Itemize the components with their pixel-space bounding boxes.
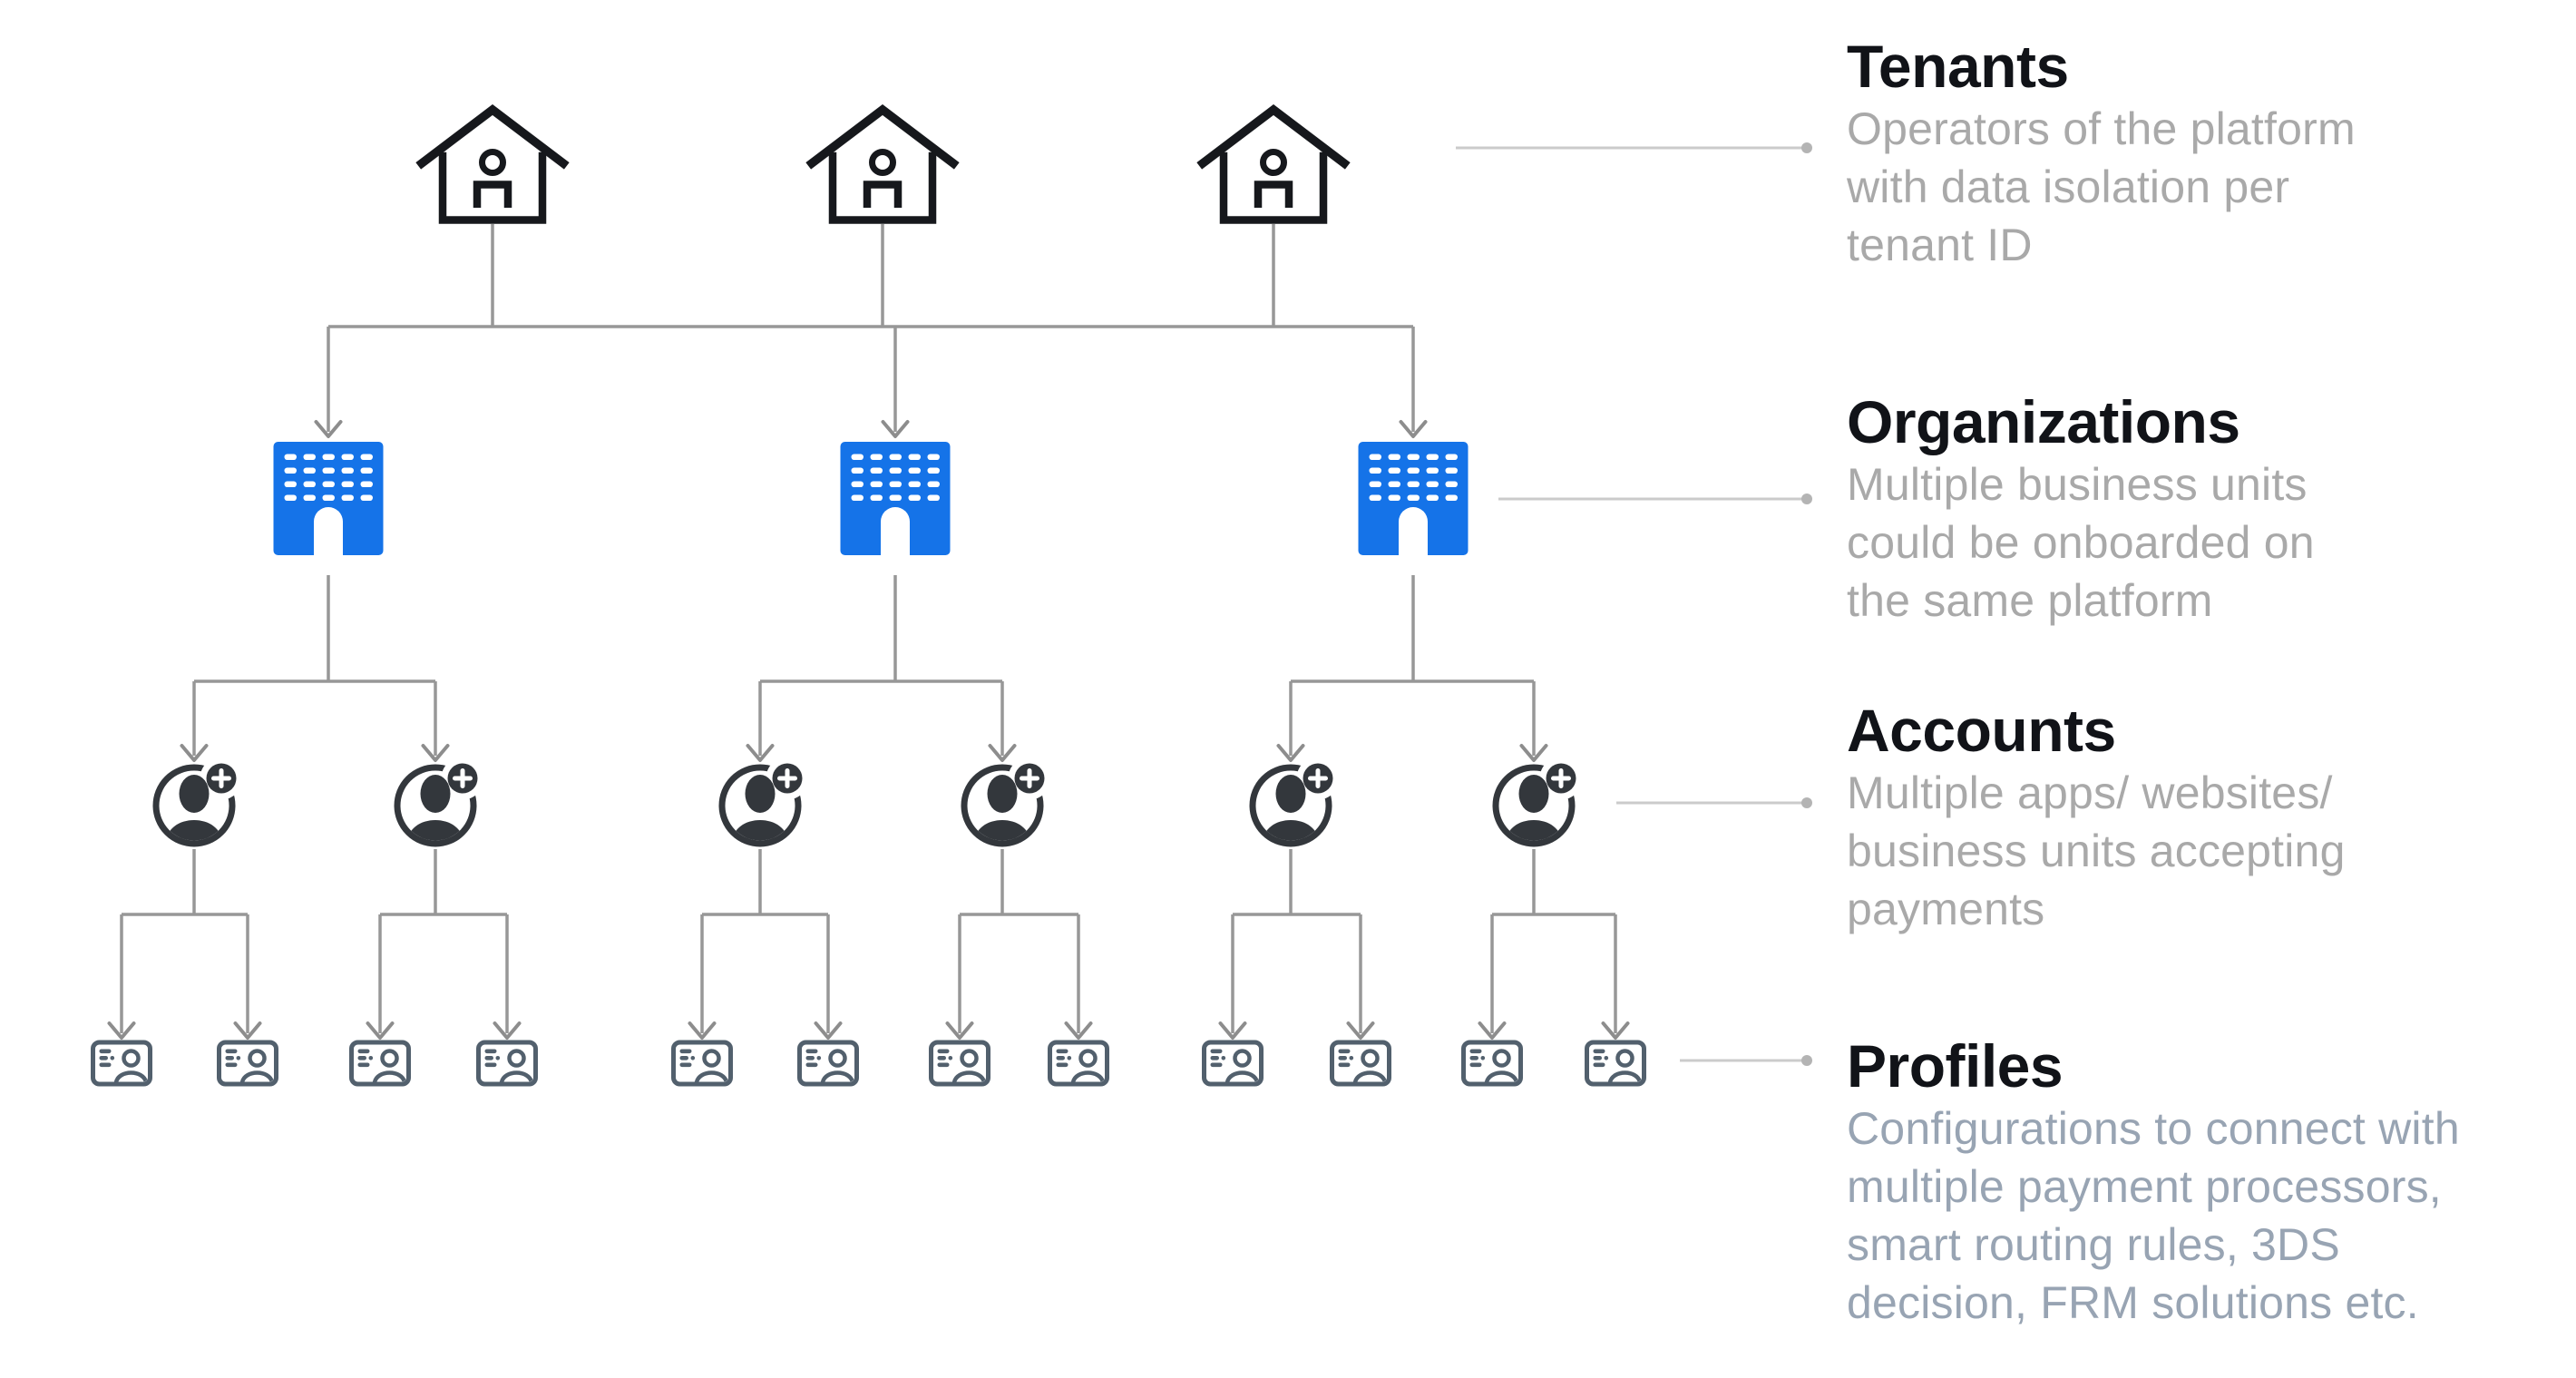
legend-leader-line — [1456, 142, 1812, 153]
profile-id-card-icon — [1048, 1040, 1109, 1087]
tenants-description-line: with data isolation per — [1847, 161, 2290, 212]
arrow-down-icon — [1399, 327, 1428, 438]
profile-id-card-icon — [1202, 1040, 1264, 1087]
legend-section-accounts: Accounts Multiple apps/ websites/ busine… — [1847, 697, 2576, 938]
profiles-description-line: multiple payment processors, — [1847, 1161, 2442, 1212]
tenant-house-person-icon — [805, 104, 960, 224]
legend-section-profiles: Profiles Configurations to connect with … — [1847, 1032, 2576, 1332]
tenant-house-person-icon — [1196, 104, 1351, 224]
profile-id-card-icon — [929, 1040, 990, 1087]
arrow-down-icon — [988, 681, 1017, 762]
arrow-down-icon — [688, 914, 717, 1040]
account-user-add-icon — [394, 757, 484, 847]
arrow-down-icon — [1478, 914, 1507, 1040]
profile-id-card-icon — [1330, 1040, 1391, 1087]
profile-id-card-icon — [671, 1040, 733, 1087]
arrow-down-icon — [314, 327, 343, 438]
organizations-description: Multiple business units could be onboard… — [1847, 455, 2576, 630]
account-user-add-icon — [1492, 757, 1583, 847]
accounts-description: Multiple apps/ websites/ business units … — [1847, 764, 2576, 938]
arrow-down-icon — [1064, 914, 1093, 1040]
organizations-description-line: Multiple business units — [1847, 459, 2308, 510]
accounts-description-line: business units accepting — [1847, 826, 2346, 876]
arrow-down-icon — [1601, 914, 1630, 1040]
tenants-description: Operators of the platform with data isol… — [1847, 100, 2576, 274]
profile-id-card-icon — [1585, 1040, 1646, 1087]
arrow-down-icon — [746, 681, 775, 762]
arrow-down-icon — [421, 681, 450, 762]
arrow-down-icon — [945, 914, 974, 1040]
accounts-title: Accounts — [1847, 697, 2116, 764]
arrow-down-icon — [493, 914, 522, 1040]
accounts-description-line: payments — [1847, 884, 2045, 934]
arrow-down-icon — [233, 914, 262, 1040]
organization-building-icon — [1358, 442, 1469, 555]
profiles-description-line: Configurations to connect with — [1847, 1103, 2460, 1154]
profile-id-card-icon — [349, 1040, 411, 1087]
organizations-description-line: could be onboarded on — [1847, 517, 2315, 568]
profile-id-card-icon — [91, 1040, 152, 1087]
arrow-down-icon — [1276, 681, 1305, 762]
organization-building-icon — [840, 442, 951, 555]
profile-id-card-icon — [1461, 1040, 1523, 1087]
arrow-down-icon — [1218, 914, 1247, 1040]
accounts-description-line: Multiple apps/ websites/ — [1847, 767, 2333, 818]
arrow-down-icon — [881, 327, 910, 438]
arrow-down-icon — [814, 914, 843, 1040]
profile-id-card-icon — [217, 1040, 278, 1087]
profile-id-card-icon — [797, 1040, 859, 1087]
legend-section-organizations: Organizations Multiple business units co… — [1847, 388, 2576, 630]
account-user-add-icon — [1249, 757, 1340, 847]
account-user-add-icon — [152, 757, 243, 847]
legend-leader-line — [1680, 1055, 1812, 1066]
profiles-title: Profiles — [1847, 1032, 2064, 1099]
organizations-description-line: the same platform — [1847, 575, 2213, 626]
profile-id-card-icon — [476, 1040, 538, 1087]
tenants-description-line: Operators of the platform — [1847, 103, 2356, 154]
legend-leader-line — [1498, 494, 1812, 504]
tenant-house-person-icon — [415, 104, 570, 224]
organization-building-icon — [273, 442, 384, 555]
profiles-description-line: decision, FRM solutions etc. — [1847, 1277, 2419, 1328]
profiles-description-line: smart routing rules, 3DS — [1847, 1219, 2340, 1270]
arrow-down-icon — [1346, 914, 1375, 1040]
arrow-down-icon — [180, 681, 209, 762]
legend-section-tenants: Tenants Operators of the platform with d… — [1847, 33, 2576, 274]
organizations-title: Organizations — [1847, 388, 2240, 455]
arrow-down-icon — [1519, 681, 1548, 762]
account-user-add-icon — [961, 757, 1051, 847]
tenants-title: Tenants — [1847, 33, 2069, 100]
arrow-down-icon — [107, 914, 136, 1040]
arrow-down-icon — [366, 914, 395, 1040]
tenants-description-line: tenant ID — [1847, 220, 2033, 270]
legend-leader-line — [1616, 797, 1812, 808]
profiles-description: Configurations to connect with multiple … — [1847, 1099, 2576, 1332]
account-user-add-icon — [718, 757, 809, 847]
